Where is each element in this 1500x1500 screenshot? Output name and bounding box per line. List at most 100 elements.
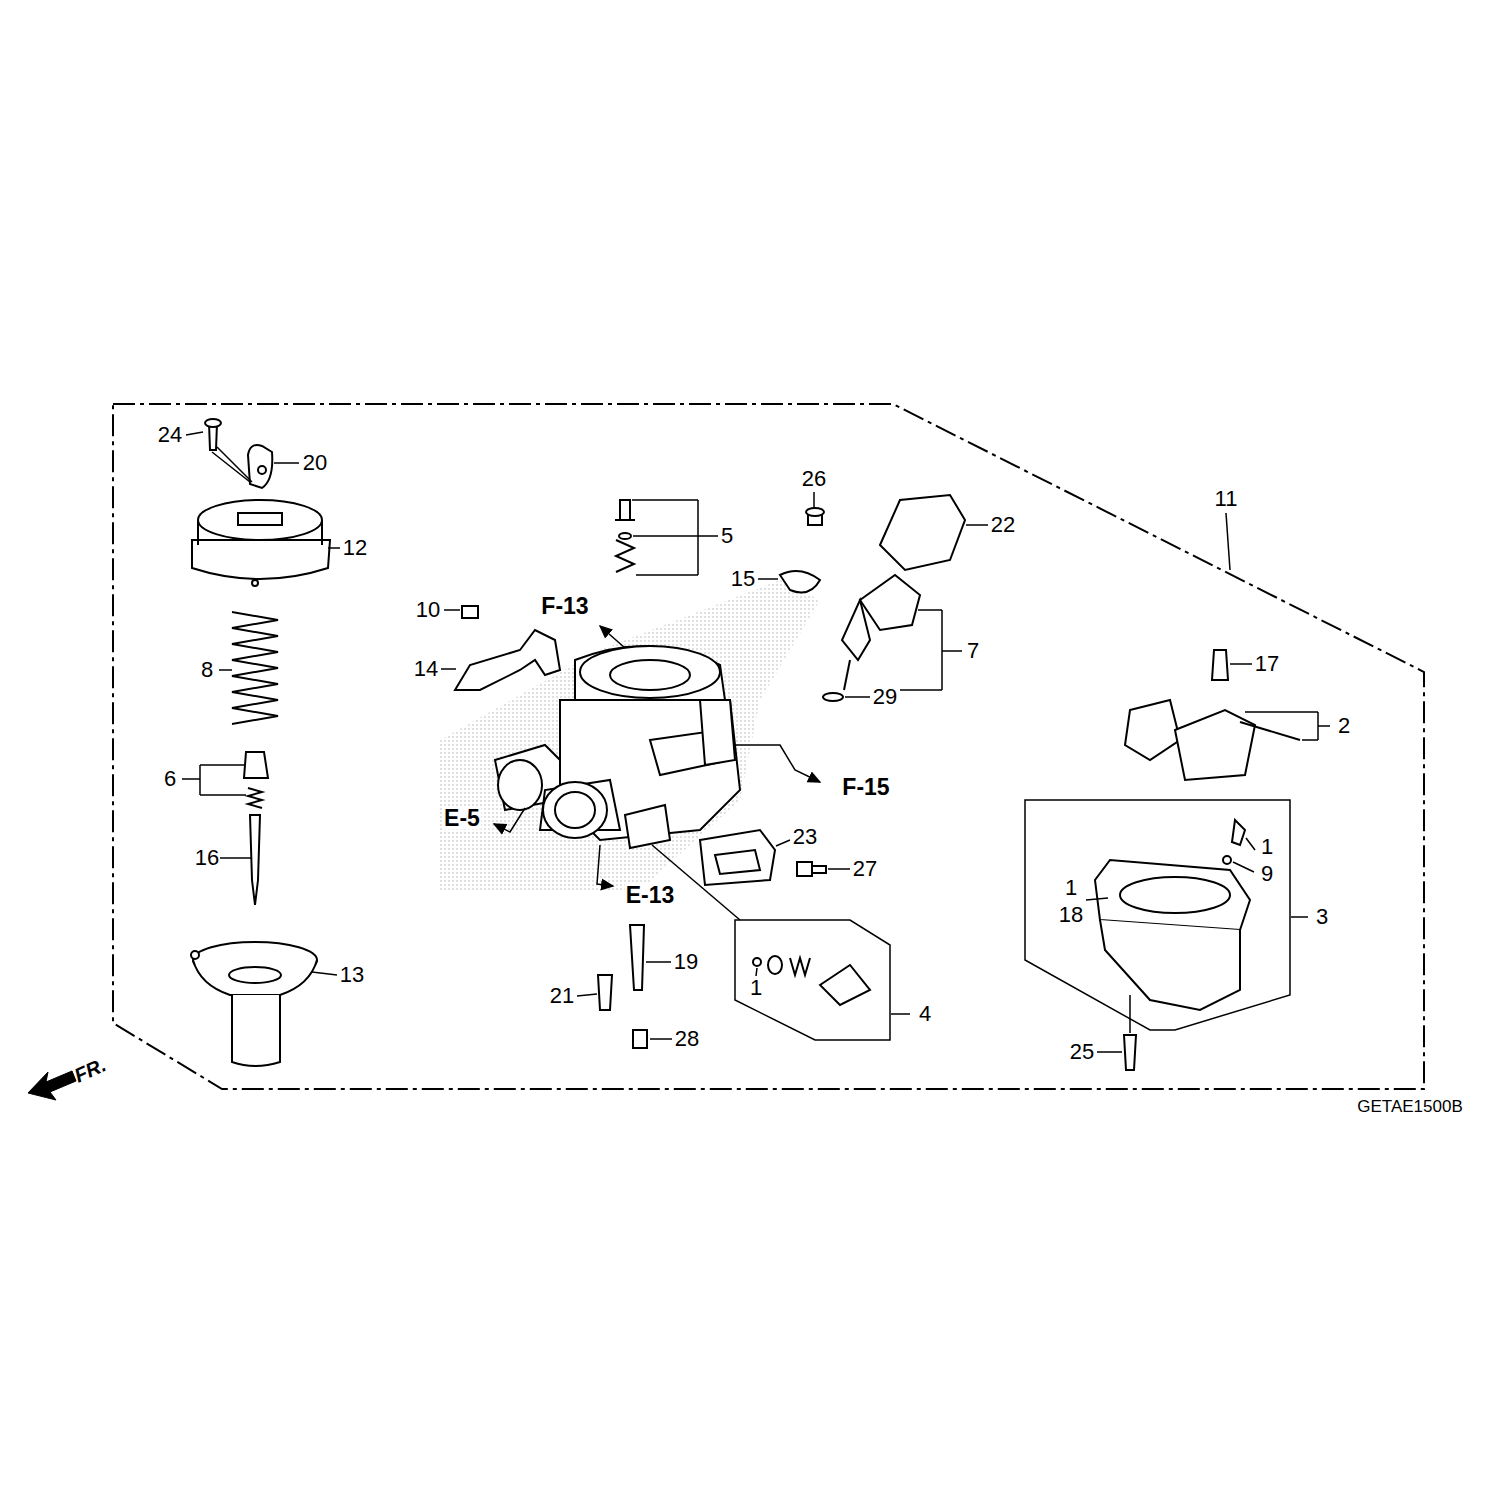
callout-number: 27 xyxy=(852,858,878,880)
float-bowl-part xyxy=(1100,920,1240,1010)
float-bowl-part xyxy=(1095,860,1250,930)
piston-assembly-part xyxy=(192,540,330,579)
starter-parts-part xyxy=(860,575,920,630)
float-bowl-part xyxy=(1240,722,1300,740)
leader-lines-part xyxy=(312,972,337,975)
leader-lines-part xyxy=(577,994,597,996)
float-bowl-part xyxy=(1125,700,1180,760)
callout-number: 18 xyxy=(1058,904,1084,926)
piston-assembly-part xyxy=(205,419,221,427)
float-bowl-part xyxy=(1124,1035,1136,1070)
reference-arrows-part xyxy=(597,845,613,886)
callout-number: 1 xyxy=(1260,836,1274,858)
carburetor-body-part xyxy=(580,646,720,698)
carburetor-body-part xyxy=(462,606,478,618)
small-parts-part xyxy=(820,965,870,1005)
small-parts-part xyxy=(790,958,810,975)
callout-number: 12 xyxy=(342,537,368,559)
leader-lines-part xyxy=(1291,916,1308,918)
leader-lines-part xyxy=(212,447,299,482)
callout-number: 14 xyxy=(413,658,439,680)
callout-number: 3 xyxy=(1315,906,1329,928)
small-parts-part xyxy=(753,958,761,966)
front-arrow xyxy=(28,1071,76,1100)
callout-number: 8 xyxy=(200,659,214,681)
callout-number: 4 xyxy=(918,1003,932,1025)
piston-assembly-part xyxy=(229,967,281,983)
float-bowl-part xyxy=(1232,820,1245,845)
callout-number: 28 xyxy=(674,1028,700,1050)
callout-number: 21 xyxy=(549,985,575,1007)
leader-lines-part xyxy=(1226,513,1230,570)
reference-arrows-part xyxy=(735,745,820,782)
float-bowl-part xyxy=(1212,650,1228,680)
starter-parts xyxy=(780,495,965,701)
callout-number: 26 xyxy=(801,468,827,490)
callout-number: 10 xyxy=(415,599,441,621)
piston-assembly-part xyxy=(193,960,317,995)
callout-number: 23 xyxy=(792,826,818,848)
carburetor-body-part xyxy=(615,500,635,572)
leader-lines-part xyxy=(966,524,988,526)
starter-parts-part xyxy=(806,508,824,516)
section-reference: F-13 xyxy=(540,595,589,618)
carburetor-body xyxy=(455,500,740,848)
leader-lines-part xyxy=(758,578,778,580)
callout-number: 19 xyxy=(673,951,699,973)
piston-assembly-part xyxy=(198,500,322,540)
front-indicator: FR. xyxy=(70,1054,109,1086)
carburetor-body-part xyxy=(610,660,690,690)
callout-number: 15 xyxy=(730,568,756,590)
leader-lines xyxy=(182,432,1330,1052)
carburetor-body-part xyxy=(455,630,560,690)
group-outline xyxy=(652,800,1290,1040)
piston-assembly-part xyxy=(232,612,278,724)
starter-parts-part xyxy=(880,495,965,570)
carburetor-body-part xyxy=(555,792,595,828)
leader-lines-part xyxy=(219,669,232,671)
callout-number: 20 xyxy=(302,452,328,474)
leader-lines-part xyxy=(220,857,251,859)
leader-lines-part xyxy=(646,961,671,963)
leader-lines-part xyxy=(845,696,870,698)
group-outline-part xyxy=(652,845,740,920)
leader-lines-part xyxy=(1233,862,1254,872)
float-bowl-part xyxy=(1223,856,1231,864)
leader-lines-part xyxy=(444,609,460,611)
callout-number: 1 xyxy=(1064,877,1078,899)
piston-assembly xyxy=(191,419,330,1066)
small-parts-part xyxy=(630,925,644,990)
leader-lines-part xyxy=(828,868,850,870)
starter-parts-part xyxy=(823,693,843,701)
leader-lines-part xyxy=(632,500,718,575)
callout-number: 9 xyxy=(1260,863,1274,885)
starter-parts-part xyxy=(780,571,820,592)
small-parts-part xyxy=(715,850,760,874)
group-outline-part xyxy=(735,920,890,1040)
reference-arrows-part xyxy=(600,626,625,648)
small-parts-part xyxy=(797,862,826,876)
leader-lines-part xyxy=(186,432,203,435)
leader-lines-part xyxy=(891,1013,910,1015)
carburetor-body-part xyxy=(700,700,735,765)
assembly-outline-part xyxy=(113,404,1424,1089)
float-bowl-part xyxy=(1120,877,1230,913)
piston-assembly-part xyxy=(238,513,282,525)
piston-assembly-part xyxy=(258,466,266,474)
callout-number: 25 xyxy=(1069,1041,1095,1063)
leader-lines-part xyxy=(650,1038,672,1040)
small-parts-part xyxy=(633,1030,647,1048)
starter-parts-part xyxy=(844,660,850,690)
shadow-area xyxy=(440,580,820,890)
carburetor-body-part xyxy=(619,533,631,539)
reference-arrows xyxy=(494,626,820,886)
callout-number: 13 xyxy=(339,964,365,986)
section-reference: E-5 xyxy=(443,807,481,830)
piston-assembly-part xyxy=(232,995,280,1066)
callout-number: 7 xyxy=(966,640,980,662)
assembly-outline xyxy=(113,404,1424,1089)
callout-number: 22 xyxy=(990,514,1016,536)
callout-number: 16 xyxy=(194,847,220,869)
